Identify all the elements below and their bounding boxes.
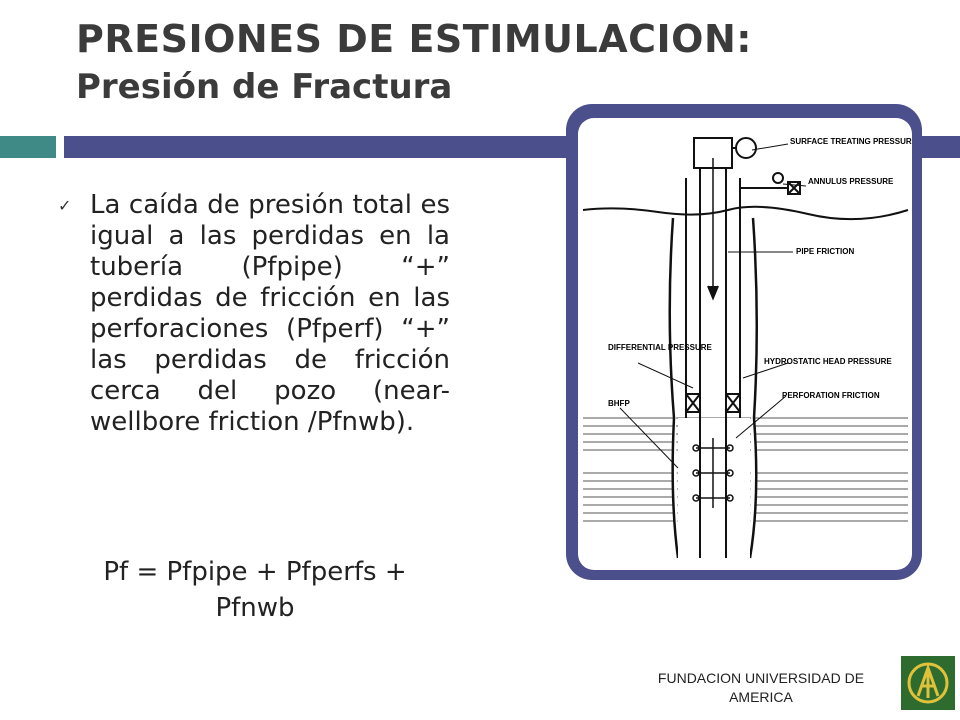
university-logo <box>901 656 955 710</box>
label-perforation: PERFORATION FRICTION <box>782 391 880 400</box>
check-mark-icon: ✓ <box>58 196 72 215</box>
footer-institution: FUNDACION UNIVERSIDAD DE AMERICA <box>657 670 865 705</box>
label-surface: SURFACE TREATING PRESSURE <box>790 137 912 146</box>
label-bhfp: BHFP <box>608 399 630 408</box>
label-differential: DIFFERENTIAL PRESSURE <box>608 343 713 352</box>
label-hydrostatic: HYDROSTATIC HEAD PRESSURE <box>764 357 892 366</box>
wellbore-diagram: SURFACE TREATING PRESSURE ANNULUS PRESSU… <box>578 118 912 570</box>
formula: Pf = Pfpipe + Pfperfs + Pfnwb <box>103 557 407 623</box>
label-annulus: ANNULUS PRESSURE <box>808 177 894 186</box>
label-pipe-friction: PIPE FRICTION <box>796 247 854 256</box>
bullet-text: La caída de presión total es igual a las… <box>90 190 450 437</box>
title-line-1: PRESIONES DE ESTIMULACION: <box>76 17 752 61</box>
slide-title: PRESIONES DE ESTIMULACION: Presión de Fr… <box>76 17 752 107</box>
accent-bar-teal <box>0 136 56 158</box>
title-line-2: Presión de Fractura <box>76 66 453 107</box>
